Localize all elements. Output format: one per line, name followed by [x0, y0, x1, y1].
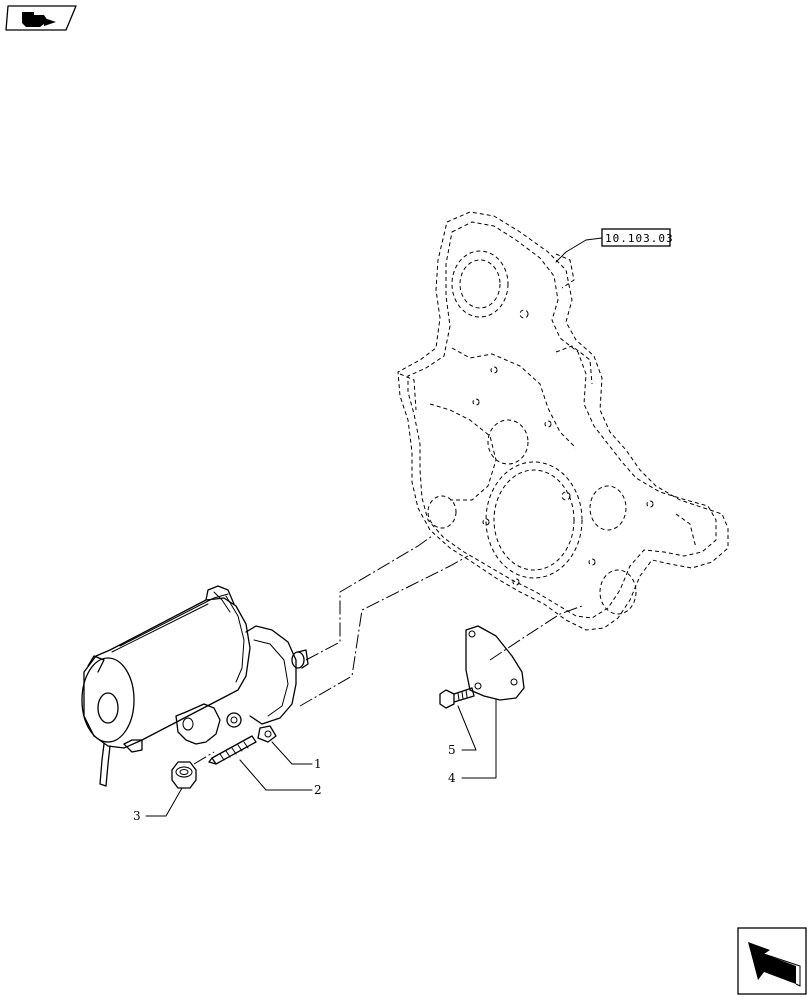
stud-bolt [208, 735, 257, 765]
callout-4: 4 [448, 771, 456, 785]
reference-code: 10.103.03 [605, 232, 674, 245]
engine-timing-cover [397, 211, 729, 631]
cover-plate [465, 625, 525, 701]
callout-3: 3 [133, 809, 141, 823]
cap-screw [439, 687, 475, 709]
callout-5: 5 [448, 743, 456, 757]
starter-motor [81, 585, 309, 787]
callout-2: 2 [314, 783, 322, 797]
hex-nut [171, 761, 197, 789]
callout-1: 1 [314, 757, 322, 771]
center-lines [193, 535, 583, 765]
callout-leaders [145, 699, 497, 817]
tractor-badge-icon[interactable] [5, 5, 77, 31]
next-page-arrow-icon[interactable] [737, 927, 807, 995]
reference-box[interactable]: 10.103.03 [555, 228, 674, 263]
